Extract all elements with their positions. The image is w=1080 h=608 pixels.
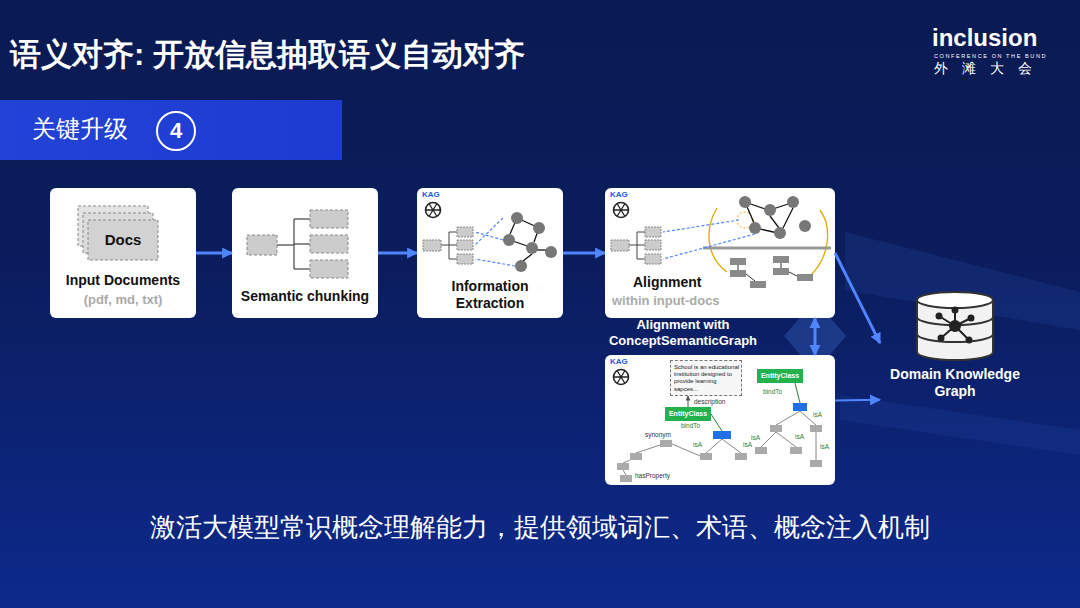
node-text-holder: EntityClass — [665, 410, 711, 418]
light-beam — [840, 395, 1080, 455]
graph-label: isA — [751, 434, 760, 442]
node-text: KAG — [610, 190, 640, 200]
banner-text: 关键升级 — [32, 115, 128, 144]
node-text: Alignment — [633, 274, 723, 291]
graph-label: isA — [795, 433, 804, 441]
node-text: KAG — [422, 190, 452, 200]
node-text: Docs — [88, 231, 158, 249]
concept-graph-box: School is an educational institution des… — [605, 355, 835, 485]
logo-text-holder: inclusion — [932, 24, 1037, 53]
description-box: School is an educational institution des… — [670, 360, 742, 396]
connector — [835, 253, 880, 343]
graph-label: synonym — [645, 431, 671, 439]
node-text: Alignment with ConceptSemanticGraph — [578, 317, 788, 348]
node-text: Input Documents — [50, 272, 196, 289]
logo-text-holder: 外 滩 大 会 — [934, 60, 1037, 77]
edge-label: description — [693, 398, 726, 406]
connector — [378, 252, 417, 255]
graph-label: isA — [820, 443, 829, 451]
node-text: KAG — [610, 357, 640, 367]
graph-label: isA — [743, 441, 752, 449]
node-text: Information Extraction — [417, 278, 563, 312]
node-text: Semantic chunking — [232, 288, 378, 305]
banner-text-holder: 4 — [165, 118, 187, 144]
process-box: KAG Information Extraction — [417, 188, 563, 318]
banner-text-holder: 关键升级 — [32, 115, 128, 144]
logo-text-holder: CONFERENCE ON THE BUND — [934, 53, 1047, 60]
graph-label-holder: bindTo — [763, 388, 782, 396]
node-text-holder: School is an educational institution des… — [674, 364, 740, 393]
node-text-holder: (pdf, md, txt) — [50, 292, 196, 308]
node-text-holder: Alignment with ConceptSemanticGraph — [578, 317, 788, 348]
input-box: DocsInput Documents (pdf, md, txt) — [50, 188, 196, 318]
graph-label-holder: bindTo — [681, 422, 700, 430]
connector — [563, 252, 605, 255]
slide-caption-holder: 激活大模型常识概念理解能力，提供领域词汇、术语、概念注入机制 — [40, 512, 1040, 543]
node-text: EntityClass — [757, 372, 803, 380]
node-text-holder: Semantic chunking — [232, 288, 378, 305]
graph-label: bindTo — [681, 422, 700, 430]
node-text-holder: Docs — [88, 231, 158, 249]
graph-label-holder: synonym — [645, 431, 671, 439]
node-text-holder: KAG — [422, 190, 452, 200]
node-text-holder: within input-docs — [612, 293, 792, 309]
node-text-holder: KAG — [610, 357, 640, 367]
graph-label-holder: isA — [751, 434, 760, 442]
graph-label: isA — [693, 441, 702, 449]
slide-title: 语义对齐: 开放信息抽取语义自动对齐 — [10, 36, 525, 73]
node-text: EntityClass — [665, 410, 711, 418]
graph-label-holder: isA — [820, 443, 829, 451]
node-text-holder: Information Extraction — [417, 278, 563, 312]
graph-label: bindTo — [763, 388, 782, 396]
node-text: (pdf, md, txt) — [50, 292, 196, 308]
node-text-holder: Alignment — [633, 274, 723, 291]
graph-label-holder: isA — [693, 441, 702, 449]
node-text: within input-docs — [612, 293, 792, 309]
entity-class-box: EntityClass — [757, 369, 803, 383]
node-text-holder: KAG — [610, 190, 640, 200]
node-text: Domain Knowledge Graph — [880, 366, 1030, 400]
connector — [813, 318, 816, 355]
edge-label-holder: description — [693, 398, 726, 406]
connector — [835, 399, 880, 402]
graph-label-holder: isA — [743, 441, 752, 449]
graph-label-holder: isA — [795, 433, 804, 441]
slide-title-holder: 语义对齐: 开放信息抽取语义自动对齐 — [10, 36, 525, 73]
node-text: School is an educational institution des… — [674, 364, 740, 393]
node-text-holder: Input Documents — [50, 272, 196, 289]
node-text-holder: EntityClass — [757, 372, 803, 380]
graph-label-holder: hasProperty — [635, 472, 670, 480]
graph-label: hasProperty — [635, 472, 670, 480]
banner-bar — [0, 100, 342, 160]
logo-text: inclusion — [932, 24, 1037, 53]
logo-text: CONFERENCE ON THE BUND — [934, 53, 1047, 60]
process-box: KAG Alignment within input-docs — [605, 188, 835, 318]
connector — [196, 252, 232, 255]
connector — [688, 396, 689, 407]
logo-text: 外 滩 大 会 — [934, 60, 1037, 77]
graph-label-holder: isA — [813, 411, 822, 419]
banner-text: 4 — [165, 118, 187, 144]
database-node: Domain Knowledge Graph — [880, 290, 1030, 408]
graph-label: isA — [813, 411, 822, 419]
process-box: Semantic chunking — [232, 188, 378, 318]
node-text-holder: Domain Knowledge Graph — [880, 366, 1030, 400]
number-circle — [157, 112, 195, 150]
slide-caption: 激活大模型常识概念理解能力，提供领域词汇、术语、概念注入机制 — [40, 512, 1040, 543]
entity-class-box: EntityClass — [665, 407, 711, 421]
